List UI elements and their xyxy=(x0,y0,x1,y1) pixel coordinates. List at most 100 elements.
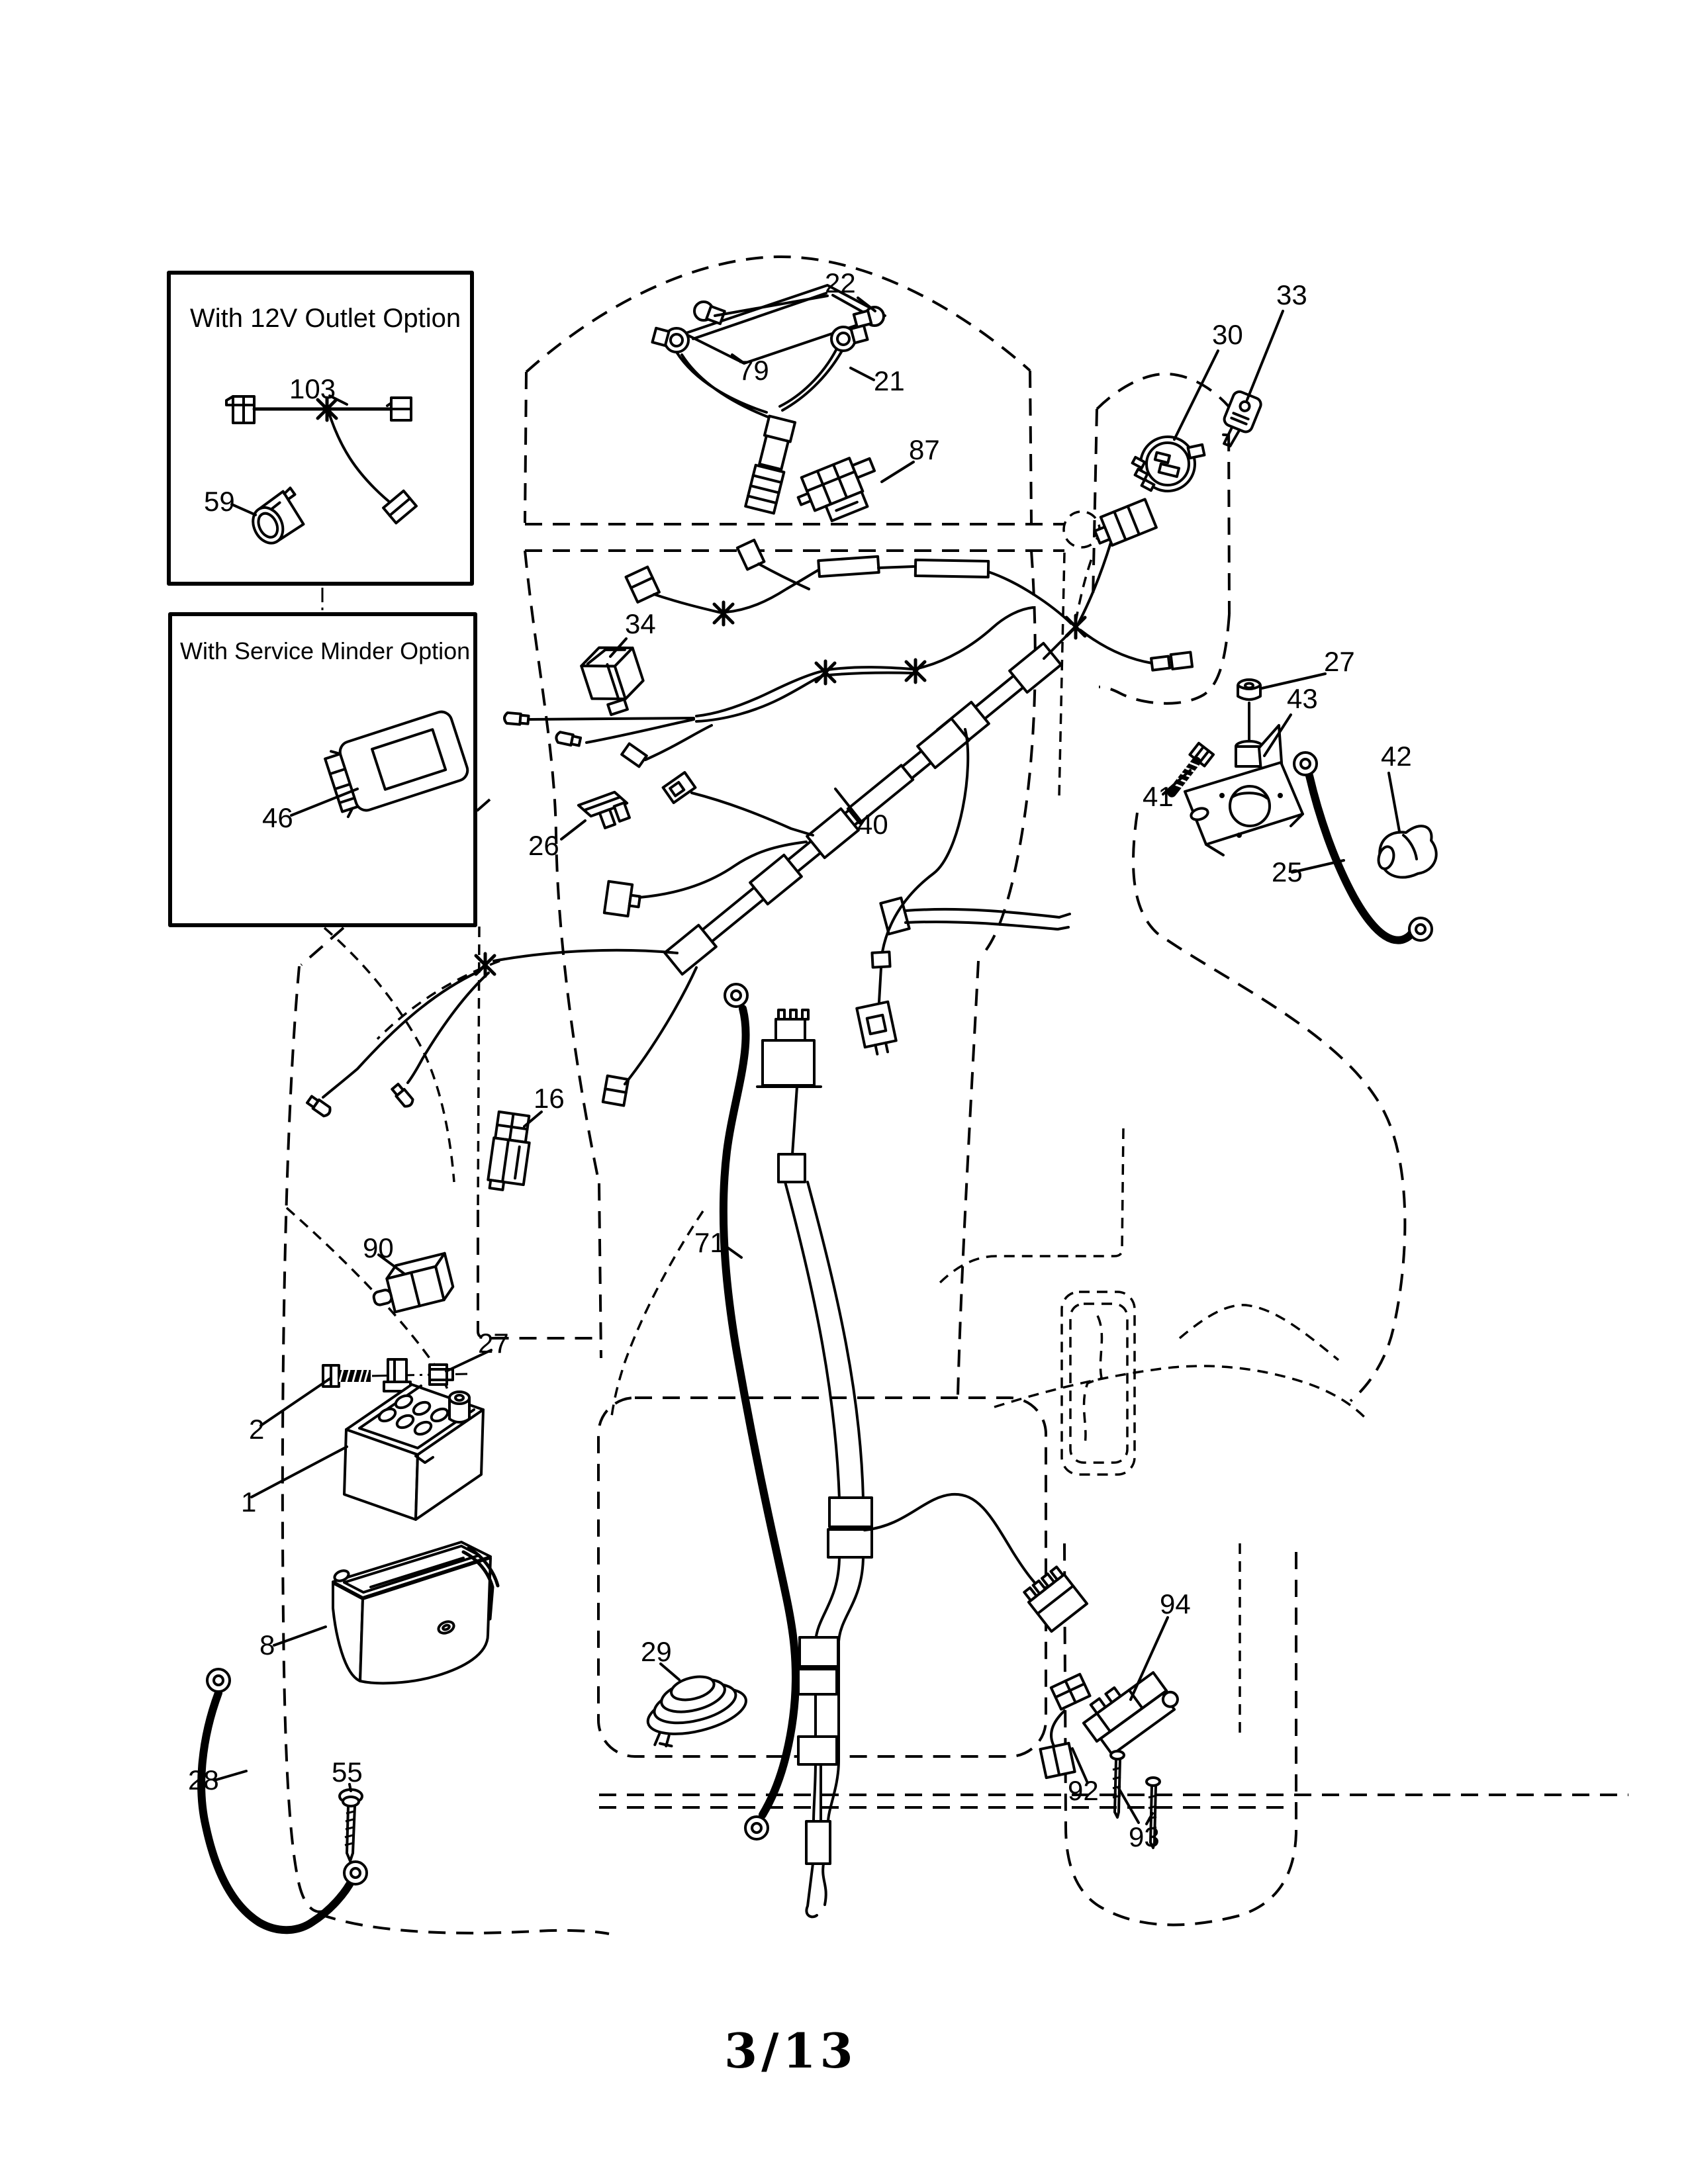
leader-92 xyxy=(1071,1747,1089,1784)
chassis-outline xyxy=(281,255,1628,1935)
part-label-103: 103 xyxy=(289,373,336,404)
leader-87 xyxy=(880,461,915,483)
part-label-90: 90 xyxy=(363,1232,394,1263)
part-label-42: 42 xyxy=(1381,741,1412,772)
headlight-socket-left xyxy=(651,326,690,353)
battery-1 xyxy=(343,1383,485,1521)
leader-29 xyxy=(659,1662,680,1681)
leader-55 xyxy=(348,1783,352,1792)
part-label-59: 59 xyxy=(204,486,235,517)
leader-27-right xyxy=(1260,672,1327,690)
leader-21 xyxy=(849,367,875,381)
part-label-33: 33 xyxy=(1276,279,1307,310)
leader-26 xyxy=(560,819,586,841)
part-label-16: 16 xyxy=(534,1083,565,1114)
leader-30 xyxy=(1173,349,1219,441)
cable-clamp xyxy=(797,1668,838,1696)
bolt-2 xyxy=(322,1364,371,1388)
part-label-71: 71 xyxy=(694,1227,726,1258)
inset-12v-outlet: With 12V Outlet Option 103 59 xyxy=(167,271,474,586)
headlight-socket-right xyxy=(830,324,869,352)
headlight-harness: 22 79 21 xyxy=(651,267,905,515)
outlet-socket-59 xyxy=(252,486,305,545)
leader-46 xyxy=(290,788,359,817)
part-label-22: 22 xyxy=(825,267,856,298)
page-number: 3/13 xyxy=(724,2023,857,2079)
screw-55: 55 xyxy=(332,1756,363,1862)
battery-box-8: 8 xyxy=(259,1541,500,1685)
terminal-clamp xyxy=(383,1358,412,1392)
part-label-29: 29 xyxy=(641,1636,672,1667)
leader-90 xyxy=(377,1253,405,1275)
part-label-28: 28 xyxy=(188,1764,219,1796)
cable-clamp xyxy=(827,1528,873,1559)
nut-27-left xyxy=(428,1363,454,1386)
connector-87: 87 xyxy=(796,434,940,523)
fuse-26 xyxy=(577,790,631,830)
inset-12v-outlet-title: With 12V Outlet Option xyxy=(190,304,461,333)
leader-40 xyxy=(834,788,862,822)
leader-2 xyxy=(259,1377,332,1427)
outlet-harness-103 xyxy=(225,395,418,525)
leader-93 xyxy=(1117,1787,1154,1825)
wiring-harness-branches: 34 26 16 xyxy=(305,498,1194,1191)
part-label-55: 55 xyxy=(332,1756,363,1788)
interlock-module-94: 94 xyxy=(1082,1588,1191,1756)
leader-71 xyxy=(722,1243,743,1259)
inset-service-minder-title: With Service Minder Option xyxy=(180,637,470,664)
inset-service-minder: With Service Minder Option 46 xyxy=(168,612,477,927)
leader-8 xyxy=(273,1625,327,1647)
part-label-27-right: 27 xyxy=(1324,646,1355,677)
part-label-41: 41 xyxy=(1143,781,1174,812)
part-label-79: 79 xyxy=(738,355,769,386)
leader-27-left xyxy=(445,1349,492,1373)
solenoid-43 xyxy=(1184,724,1304,856)
part-label-46: 46 xyxy=(262,802,293,833)
part-label-40: 40 xyxy=(857,809,888,840)
part-label-1: 1 xyxy=(241,1486,256,1518)
leader-42 xyxy=(1387,772,1401,833)
part-label-26: 26 xyxy=(528,830,559,861)
ground-cable-28: 28 xyxy=(188,1668,368,1934)
battery-group: 90 27 xyxy=(241,1232,509,1521)
leader-59 xyxy=(230,503,257,516)
part-label-2: 2 xyxy=(249,1414,264,1445)
leader-22 xyxy=(714,295,876,317)
leader-34 xyxy=(609,637,628,658)
leader-43 xyxy=(1263,713,1292,757)
headlight-bulb-left xyxy=(693,300,726,326)
leader-16 xyxy=(523,1111,543,1128)
leader-33 xyxy=(1246,310,1284,401)
part-label-30: 30 xyxy=(1212,319,1243,350)
boot-42 xyxy=(1377,825,1438,879)
cable-71-top-connector xyxy=(756,1009,822,1088)
switch-34 xyxy=(580,646,645,716)
battery-cable-25 xyxy=(1293,751,1433,944)
rear-connector xyxy=(1023,1565,1089,1633)
part-label-8: 8 xyxy=(259,1629,275,1661)
main-harness-40: 40 xyxy=(663,641,1062,976)
cable-clamp xyxy=(797,1735,838,1766)
part-label-93: 93 xyxy=(1129,1821,1160,1852)
part-label-43: 43 xyxy=(1287,683,1318,714)
part-label-94: 94 xyxy=(1160,1588,1191,1619)
ignition-switch-30: 30 xyxy=(1131,319,1243,492)
headlight-connector xyxy=(744,414,797,515)
starter-cable-71: 71 xyxy=(694,1009,1089,1919)
leader-103 xyxy=(328,394,348,406)
part-label-27-left: 27 xyxy=(478,1328,509,1359)
horn-29: 29 xyxy=(641,1636,747,1748)
jumper-92: 92 xyxy=(1039,1672,1099,1806)
leader-25 xyxy=(1291,859,1345,874)
part-label-21: 21 xyxy=(874,365,905,396)
nut-27-right xyxy=(1237,678,1262,701)
service-minder-module-46 xyxy=(324,710,469,819)
part-label-87: 87 xyxy=(909,434,940,465)
leader-94 xyxy=(1129,1616,1169,1701)
connector-90 xyxy=(372,1251,455,1314)
battery-cable-black xyxy=(719,983,800,1841)
starter-solenoid-group: 27 43 41 42 25 xyxy=(1143,646,1438,944)
part-label-92: 92 xyxy=(1068,1775,1099,1806)
leader-41 xyxy=(1162,769,1192,796)
